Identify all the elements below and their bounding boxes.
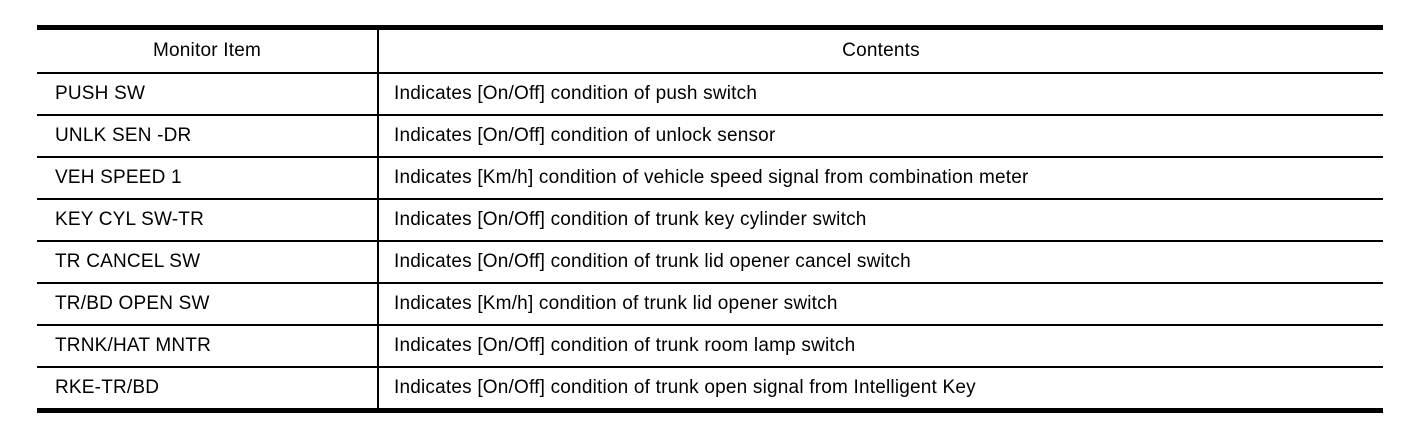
monitor-item-cell: VEH SPEED 1	[37, 157, 379, 200]
contents-cell: Indicates [On/Off] condition of trunk ke…	[378, 199, 1383, 242]
contents-cell: Indicates [On/Off] condition of push swi…	[378, 73, 1383, 116]
table-row: TRNK/HAT MNTR Indicates [On/Off] conditi…	[37, 325, 1383, 368]
column-header-contents: Contents	[378, 27, 1383, 74]
table-row: KEY CYL SW-TR Indicates [On/Off] conditi…	[37, 199, 1383, 242]
table-row: TR CANCEL SW Indicates [On/Off] conditio…	[37, 241, 1383, 284]
monitor-item-table: Monitor Item Contents PUSH SW Indicates …	[37, 25, 1383, 413]
contents-cell: Indicates [On/Off] condition of trunk op…	[394, 377, 976, 398]
contents-cell: Indicates [On/Off] condition of trunk li…	[378, 241, 1383, 284]
contents-cell: Indicates [Km/h] condition of trunk lid …	[378, 283, 1383, 326]
monitor-item-cell: KEY CYL SW-TR	[37, 199, 379, 242]
monitor-item-cell: TR CANCEL SW	[37, 241, 379, 284]
table-header-row: Monitor Item Contents	[37, 27, 1383, 74]
table-row: PUSH SW Indicates [On/Off] condition of …	[37, 73, 1383, 116]
table-row: RKE-TR/BD Indicates [On/Off] condition o…	[37, 367, 1383, 411]
document-page: Monitor Item Contents PUSH SW Indicates …	[37, 25, 1383, 413]
table-row: UNLK SEN -DR Indicates [On/Off] conditio…	[37, 115, 1383, 158]
monitor-item-cell: RKE-TR/BD	[37, 367, 379, 411]
contents-cell: Indicates [On/Off] condition of unlock s…	[378, 115, 1383, 158]
monitor-item-cell: TR/BD OPEN SW	[37, 283, 379, 326]
table-row: VEH SPEED 1 Indicates [Km/h] condition o…	[37, 157, 1383, 200]
monitor-item-cell: UNLK SEN -DR	[37, 115, 379, 158]
table-row: TR/BD OPEN SW Indicates [Km/h] condition…	[37, 283, 1383, 326]
monitor-item-cell: PUSH SW	[37, 73, 379, 116]
contents-cell: Indicates [Km/h] condition of vehicle sp…	[378, 157, 1383, 200]
column-header-monitor-item: Monitor Item	[37, 27, 379, 74]
contents-cell: Indicates [On/Off] condition of trunk ro…	[378, 325, 1383, 368]
monitor-item-cell: TRNK/HAT MNTR	[37, 325, 379, 368]
